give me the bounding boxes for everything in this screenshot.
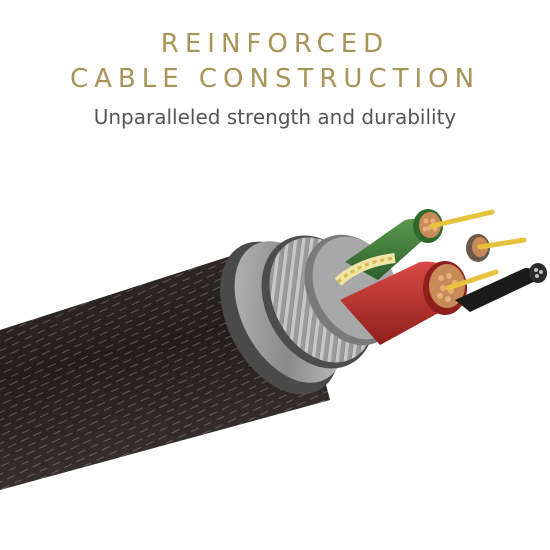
red-wire [340,261,499,345]
twisted-strands [334,253,396,286]
headline-line-1: REINFORCED [160,29,390,59]
headline-line-2: CABLE CONSTRUCTION [69,64,481,94]
cable-cross-section-illustration [0,209,547,490]
tan-wire [466,234,527,262]
black-wire [455,263,547,312]
subheadline: Unparalleled strength and durability [93,105,457,129]
